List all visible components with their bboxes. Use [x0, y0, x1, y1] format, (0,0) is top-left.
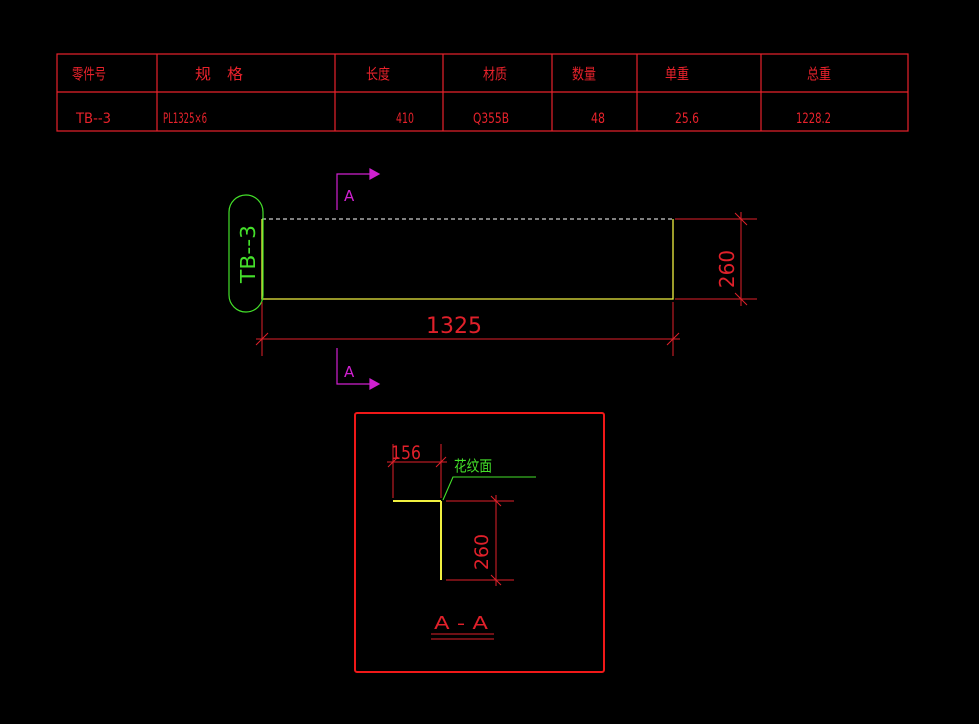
section-marker-top-line — [336, 173, 370, 210]
section-marker-bottom-arrow-icon — [369, 377, 381, 391]
plate-visible-edges — [261, 219, 674, 300]
table-cell-spec: PL1325×6 — [163, 111, 207, 127]
height-dimension — [675, 212, 757, 306]
section-marker-bottom — [336, 348, 381, 391]
section-view-frame — [354, 412, 605, 673]
table-cell-material: Q355B — [473, 111, 509, 127]
section-marker-top — [336, 167, 381, 210]
section-height-dim-tick-top — [490, 495, 502, 507]
length-dim-tick-right — [666, 332, 680, 346]
parts-table — [56, 53, 909, 132]
length-dim-tick-left — [255, 332, 269, 346]
section-view: 156 花纹面 260 A - A — [354, 412, 605, 673]
height-dim-tick-bottom — [734, 292, 748, 306]
section-width-dimension — [387, 444, 447, 498]
table-cell-total-weight: 1228.2 — [796, 111, 831, 127]
plan-view: A TB--3 260 1325 — [228, 167, 757, 391]
section-marker-top-arrow-icon — [369, 167, 381, 181]
table-header-row: 零件号 规 格 长度 材质 数量 单重 总重 — [72, 65, 831, 83]
surface-note-leader — [442, 476, 536, 501]
table-header-quantity: 数量 — [572, 65, 596, 83]
section-marker-bottom-label: A — [344, 363, 355, 381]
table-cell-quantity: 48 — [591, 111, 605, 127]
section-marker-top-label: A — [344, 187, 355, 205]
part-tag-label: TB--3 — [236, 225, 260, 284]
section-height-dimension — [446, 495, 514, 586]
bent-plate-profile — [393, 500, 442, 580]
length-dimension — [255, 302, 680, 356]
table-data-row: TB--3 PL1325×6 410 Q355B 48 25.6 1228.2 — [75, 111, 831, 127]
table-header-material: 材质 — [483, 65, 507, 83]
table-header-length: 长度 — [366, 65, 390, 83]
section-view-title: A - A — [434, 613, 489, 634]
table-cell-length: 410 — [396, 111, 414, 127]
section-marker-bottom-line — [336, 348, 370, 385]
surface-note-label: 花纹面 — [454, 457, 492, 475]
plate-outline — [261, 218, 674, 300]
section-width-dim-tick-right — [435, 456, 447, 468]
part-tag: TB--3 — [228, 194, 264, 313]
section-height-dimension-value: 260 — [471, 534, 493, 570]
table-cell-part-no: TB--3 — [75, 111, 111, 127]
height-dimension-value: 260 — [715, 250, 739, 288]
table-header-part-no: 零件号 — [72, 65, 106, 83]
section-height-dim-tick-bottom — [490, 574, 502, 586]
part-tag-capsule — [228, 194, 264, 313]
table-header-spec: 规 格 — [195, 65, 243, 83]
height-dim-tick-top — [734, 212, 748, 226]
table-cell-unit-weight: 25.6 — [675, 111, 699, 127]
table-header-unit-weight: 单重 — [665, 65, 689, 83]
section-width-dim-tick-left — [387, 456, 399, 468]
table-header-total-weight: 总重 — [807, 65, 831, 83]
length-dimension-value: 1325 — [426, 314, 482, 339]
section-width-dimension-value: 156 — [391, 442, 421, 464]
